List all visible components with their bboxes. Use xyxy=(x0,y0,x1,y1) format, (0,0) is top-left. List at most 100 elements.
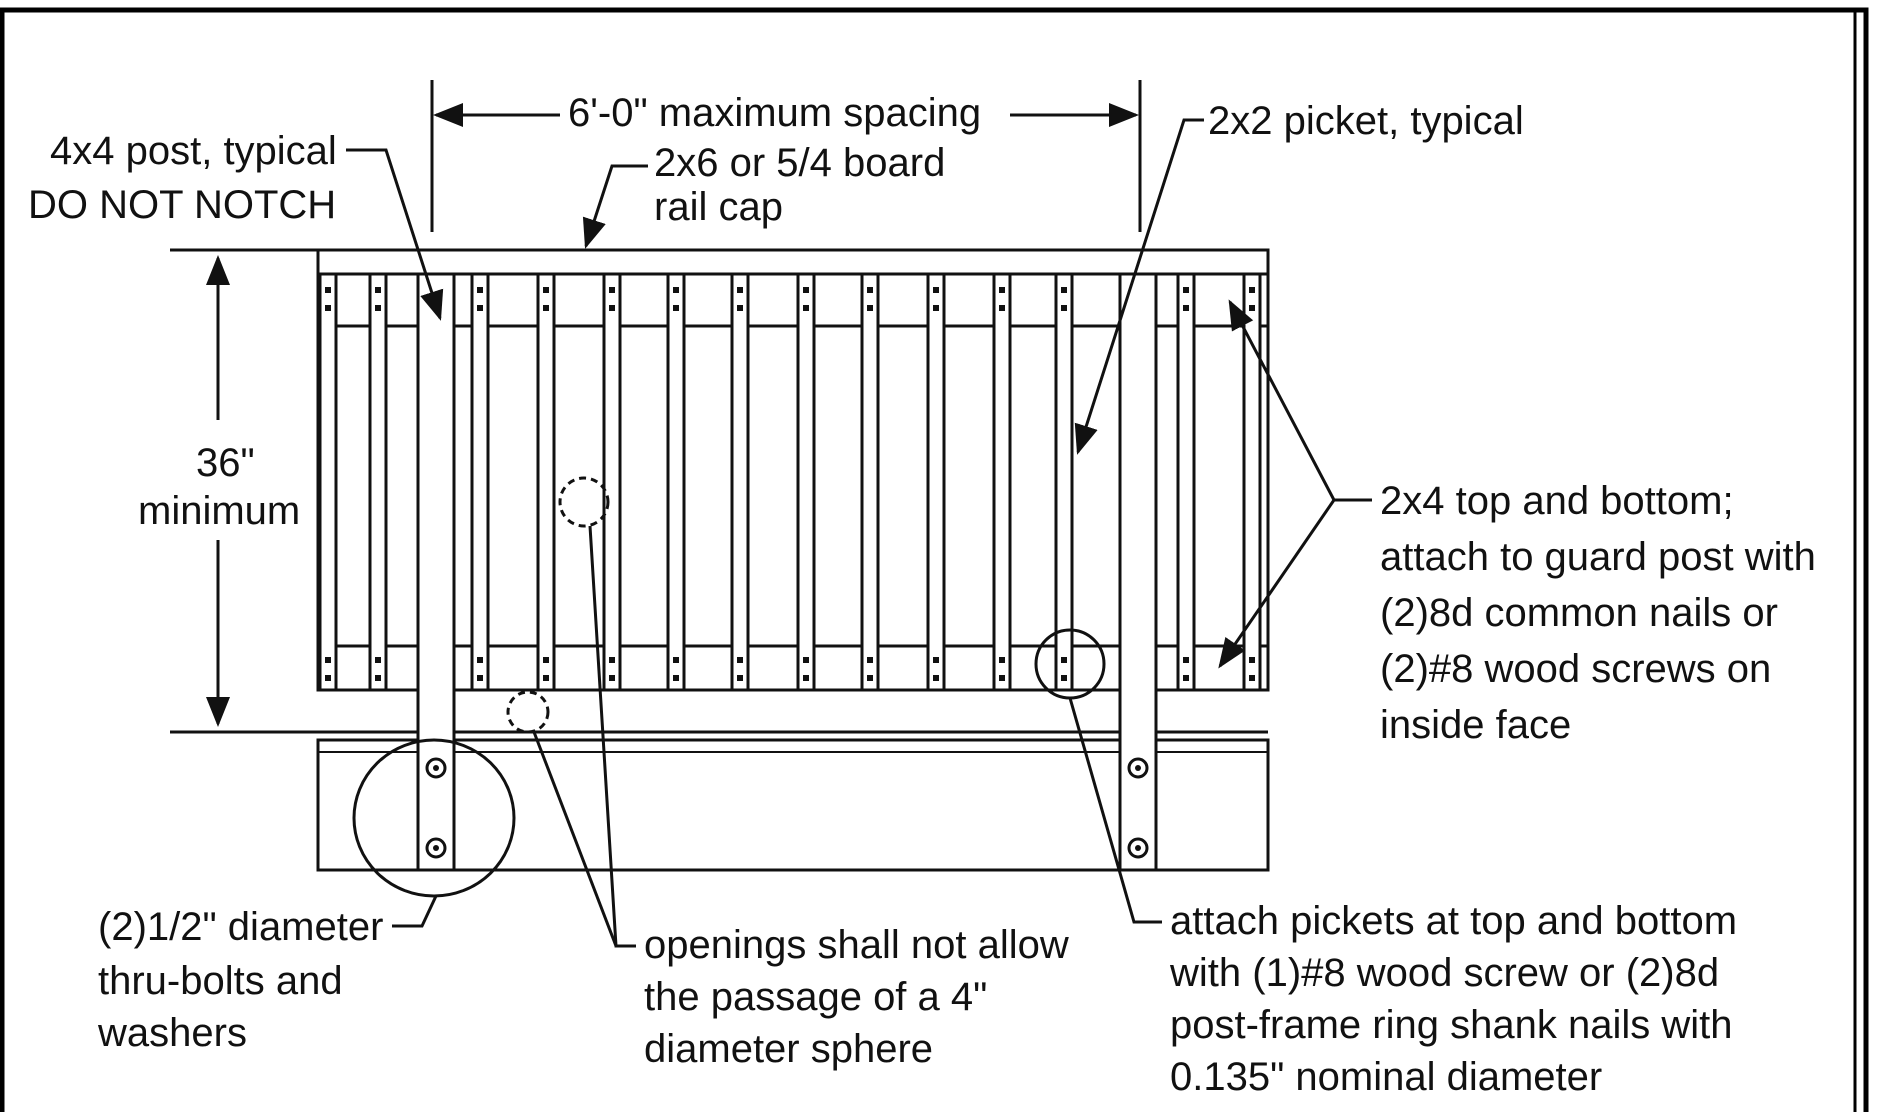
picket-fastener xyxy=(325,287,331,293)
bolt-center xyxy=(1135,765,1141,771)
post xyxy=(416,272,456,872)
pickets-attach-label-line-4: 0.135" nominal diameter xyxy=(1170,1055,1602,1099)
picket-fastener xyxy=(933,675,939,681)
openings-label-line-1: openings shall not allow xyxy=(644,923,1069,967)
post-leader xyxy=(346,148,444,321)
pickets-attach-label-line-3: post-frame ring shank nails with xyxy=(1170,1003,1732,1047)
picket-fastener xyxy=(867,305,873,311)
sphere-circle-upper xyxy=(558,476,610,528)
picket xyxy=(368,272,388,692)
bolt-center xyxy=(433,845,439,851)
picket-fastener xyxy=(673,657,679,663)
bolt-detail-circle xyxy=(352,738,516,898)
sphere-circle-lower xyxy=(506,690,550,734)
picket-fastener xyxy=(737,657,743,663)
picket-fastener xyxy=(325,305,331,311)
picket-callout: 2x2 picket, typical xyxy=(1074,99,1524,455)
picket-fastener xyxy=(1249,287,1255,293)
rails-label-line-4: (2)#8 wood screws on xyxy=(1380,647,1771,691)
picket-fastener xyxy=(375,287,381,293)
openings-leader-lower xyxy=(532,731,618,947)
picket xyxy=(926,272,946,692)
pickets-attach-label-line-2: with (1)#8 wood screw or (2)8d xyxy=(1169,951,1719,995)
height-label-line-2: minimum xyxy=(138,489,300,533)
rail-cap-label-line-2: rail cap xyxy=(654,185,783,229)
rails-label-line-5: inside face xyxy=(1380,703,1571,747)
bolts-label-line-3: washers xyxy=(97,1011,247,1055)
picket-fastener xyxy=(477,657,483,663)
picket-fastener xyxy=(609,657,615,663)
picket xyxy=(796,272,816,692)
post-label-line-2: DO NOT NOTCH xyxy=(28,183,336,227)
rails-leader-top xyxy=(1228,299,1336,501)
picket-fastener xyxy=(999,287,1005,293)
guard-elevation xyxy=(316,248,1270,872)
picket-fastener xyxy=(999,675,1005,681)
picket-fastener xyxy=(867,675,873,681)
picket-fastener xyxy=(673,305,679,311)
picket-fastener xyxy=(1249,305,1255,311)
picket-fastener xyxy=(867,287,873,293)
pickets-attach-label-line-1: attach pickets at top and bottom xyxy=(1170,899,1737,943)
picket xyxy=(318,272,338,692)
picket-fastener xyxy=(1249,657,1255,663)
picket-fastener xyxy=(609,305,615,311)
picket-fastener xyxy=(543,305,549,311)
picket-fastener xyxy=(999,657,1005,663)
bolts-label-line-2: thru-bolts and xyxy=(98,959,343,1003)
rail-cap-leader xyxy=(582,164,648,249)
bolts-leader xyxy=(392,895,438,928)
picket-fastener xyxy=(325,675,331,681)
picket-label: 2x2 picket, typical xyxy=(1208,99,1524,143)
spacing-label: 6'-0" maximum spacing xyxy=(568,91,981,135)
picket xyxy=(536,272,556,692)
rails-label-line-3: (2)8d common nails or xyxy=(1380,591,1778,635)
openings-label-line-2: the passage of a 4" xyxy=(644,975,987,1019)
picket-fastener xyxy=(1183,287,1189,293)
post-callout: 4x4 post, typical DO NOT NOTCH xyxy=(28,129,444,321)
picket-fastener xyxy=(999,305,1005,311)
picket-fastener xyxy=(1061,287,1067,293)
picket-fastener xyxy=(1183,675,1189,681)
picket xyxy=(1054,272,1074,692)
picket-fastener xyxy=(673,287,679,293)
height-dimension: 36" minimum xyxy=(138,248,318,734)
picket-fastener xyxy=(803,287,809,293)
openings-callout: openings shall not allow the passage of … xyxy=(506,476,1069,1071)
picket-fastener xyxy=(609,675,615,681)
spacing-dimension: 6'-0" maximum spacing xyxy=(430,80,1142,232)
picket-fastener xyxy=(375,657,381,663)
rails-label-line-2: attach to guard post with xyxy=(1380,535,1816,579)
pickets-attach-leader xyxy=(1068,697,1162,924)
picket-fastener xyxy=(375,675,381,681)
picket-fastener xyxy=(803,657,809,663)
picket xyxy=(860,272,880,692)
rails-leader-bottom xyxy=(1218,499,1336,669)
picket-fastener xyxy=(933,305,939,311)
picket-fastener xyxy=(737,287,743,293)
picket-fastener xyxy=(933,287,939,293)
picket-fastener xyxy=(325,657,331,663)
picket-fastener xyxy=(375,305,381,311)
picket-fastener xyxy=(477,675,483,681)
rim-board xyxy=(316,738,1270,872)
picket xyxy=(470,272,490,692)
picket-fastener xyxy=(1061,305,1067,311)
picket-fastener xyxy=(1249,675,1255,681)
post xyxy=(1118,272,1158,872)
page-frame xyxy=(0,7,1869,1112)
picket-fastener xyxy=(803,675,809,681)
picket-fastener xyxy=(543,287,549,293)
picket-fastener xyxy=(867,657,873,663)
rail-cap-label-line-1: 2x6 or 5/4 board xyxy=(654,141,945,185)
picket xyxy=(730,272,750,692)
rails-label-line-1: 2x4 top and bottom; xyxy=(1380,479,1734,523)
picket-fastener xyxy=(673,675,679,681)
rail-cap xyxy=(316,248,1270,276)
picket-fastener xyxy=(477,305,483,311)
picket xyxy=(666,272,686,692)
picket-fastener xyxy=(803,305,809,311)
picket-fastener xyxy=(1183,657,1189,663)
picket xyxy=(602,272,622,692)
